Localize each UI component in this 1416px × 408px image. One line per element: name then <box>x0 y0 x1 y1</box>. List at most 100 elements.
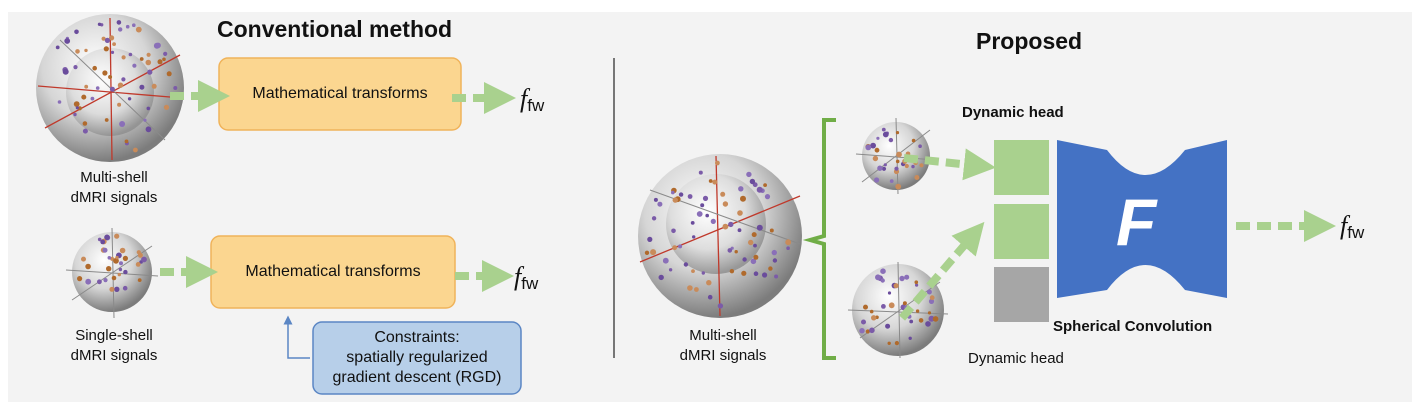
sample-point <box>888 137 894 143</box>
sample-point <box>146 106 151 111</box>
sample-point <box>55 45 60 50</box>
sample-point <box>889 179 894 184</box>
sample-point <box>742 257 747 262</box>
single-shell-sphere-conventional <box>65 227 159 319</box>
sample-point <box>678 244 683 249</box>
sphere-sample-points <box>644 160 792 309</box>
sample-point <box>895 183 902 190</box>
sample-point <box>874 177 880 183</box>
sample-point <box>139 57 144 61</box>
sample-point <box>894 341 900 346</box>
sample-point <box>694 287 699 292</box>
sphere-sample-points <box>55 20 178 153</box>
sample-point <box>117 272 122 277</box>
sample-point <box>100 239 106 245</box>
sample-point <box>720 191 726 197</box>
sphere-sample-points <box>77 233 147 292</box>
sample-point <box>712 179 718 185</box>
head-block-gray <box>994 267 1049 322</box>
sample-point <box>57 100 62 104</box>
sample-point <box>863 304 868 310</box>
sample-point <box>753 254 759 260</box>
sample-point <box>668 268 673 272</box>
sample-point <box>872 155 879 162</box>
sample-point <box>132 23 136 28</box>
sample-point <box>881 127 886 132</box>
sample-point <box>650 249 657 256</box>
output-ffw-proposed: ffw <box>1340 211 1365 242</box>
sample-point <box>876 136 880 140</box>
sample-point <box>153 42 160 49</box>
sample-point <box>698 170 703 175</box>
sample-point <box>875 274 881 281</box>
sample-point <box>107 255 112 260</box>
sample-point <box>77 276 83 282</box>
sample-point <box>123 269 128 275</box>
sample-point <box>893 283 899 289</box>
sample-point <box>861 319 866 325</box>
output-ffw-bottom: ffw <box>514 262 539 293</box>
sample-point <box>113 257 119 264</box>
sample-point <box>715 160 720 166</box>
sample-point <box>899 275 905 282</box>
sample-point <box>145 126 152 133</box>
sample-point <box>163 104 170 110</box>
sample-point <box>885 323 891 329</box>
dynamic-head-label-bottom: Dynamic head <box>968 350 1064 367</box>
constraints-label: Constraints: spatially regularized gradi… <box>332 329 502 386</box>
sample-point <box>750 258 757 265</box>
sample-point <box>915 283 919 287</box>
sample-point <box>114 286 120 292</box>
sample-point <box>764 194 771 200</box>
sample-point <box>880 278 885 283</box>
sample-point <box>116 20 122 25</box>
sample-point <box>707 294 713 300</box>
sample-point <box>122 255 128 261</box>
sample-point <box>81 256 86 262</box>
sample-point <box>82 121 88 126</box>
sample-point <box>135 262 141 267</box>
head-block-green-top <box>994 140 1049 195</box>
sample-point <box>710 218 716 224</box>
sample-point <box>90 96 95 101</box>
sample-point <box>774 274 779 279</box>
sample-point <box>95 86 100 90</box>
sample-point <box>914 280 919 285</box>
sample-point <box>746 171 752 178</box>
sample-point <box>771 249 777 256</box>
conventional-title: Conventional method <box>217 16 453 42</box>
sphere-sample-points <box>859 268 939 346</box>
constraints-box <box>312 321 522 395</box>
sample-point <box>110 50 115 55</box>
multi-shell-caption-proposed: Multi-shell dMRI signals <box>679 327 767 364</box>
sample-point <box>109 35 115 41</box>
head-block-green-middle <box>994 204 1049 259</box>
sample-point <box>662 257 669 264</box>
sample-point <box>125 24 130 29</box>
sample-point <box>75 106 79 110</box>
sample-point <box>882 131 889 138</box>
sample-point <box>919 163 924 168</box>
arrow-sphere-top-to-head <box>903 148 996 181</box>
spherical-convolution-network <box>1057 140 1227 298</box>
sample-point <box>143 118 147 122</box>
dynamic-sphere-top <box>855 117 937 195</box>
spherical-convolution-label: Spherical Convolution <box>1053 318 1213 335</box>
dynamic-sphere-bottom <box>847 261 949 359</box>
sample-point <box>925 321 931 327</box>
sample-point <box>763 183 767 188</box>
sample-point <box>157 59 163 65</box>
sample-point <box>651 216 657 221</box>
sample-point <box>85 278 92 285</box>
sample-point <box>146 52 151 57</box>
sample-point <box>84 48 88 53</box>
sample-point <box>749 178 756 185</box>
sample-point <box>722 201 729 207</box>
output-ffw-top: ffw <box>520 84 545 115</box>
sample-point <box>785 239 792 246</box>
sample-point <box>658 274 664 281</box>
sample-point <box>657 201 663 207</box>
sample-point <box>119 247 126 254</box>
sample-point <box>92 65 97 71</box>
